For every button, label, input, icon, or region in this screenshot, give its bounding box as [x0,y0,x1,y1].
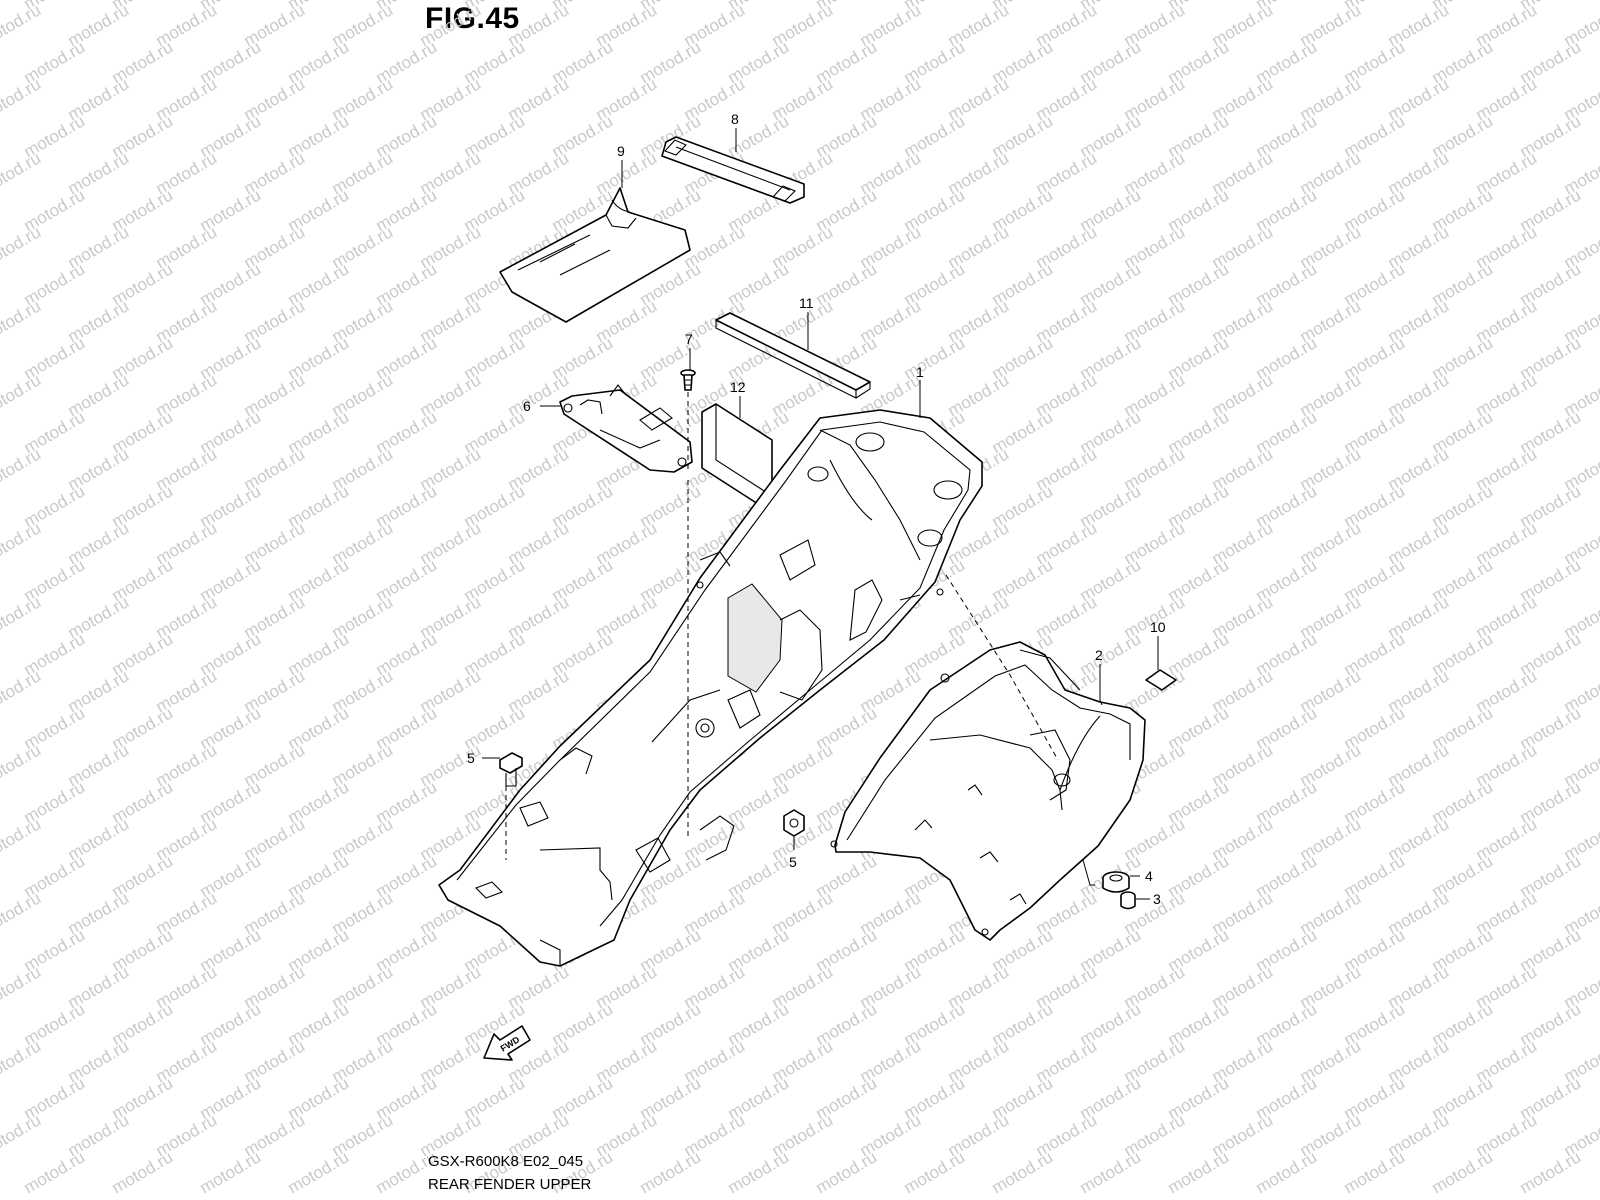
part-screw-7[interactable] [680,369,696,391]
watermark-text: motod.ru [989,1147,1057,1197]
watermark-text: motod.ru [0,74,44,124]
callout-9[interactable]: 9 [617,143,625,159]
part-strap[interactable] [661,136,805,204]
watermark-text: motod.ru [0,814,44,864]
figure-title: FIG.45 [425,2,520,35]
callout-1[interactable]: 1 [916,364,924,380]
watermark-text: motod.ru [21,1147,89,1197]
watermark-text: motod.ru [285,1147,353,1197]
part-cushion-10[interactable] [1145,669,1177,691]
part-pad[interactable] [715,312,871,399]
callout-5-left[interactable]: 5 [467,750,475,766]
part-rear-fender-side-cover[interactable] [830,641,1146,941]
part-grommet[interactable] [1102,871,1130,893]
watermark-text: motod.ru [1429,1147,1497,1197]
watermark-text: motod.ru [1077,1147,1145,1197]
section-name: REAR FENDER UPPER [428,1176,592,1193]
part-tool-bag[interactable] [499,187,691,323]
callout-labels: 1 2 3 4 5 5 6 7 8 9 10 11 12 [467,111,1166,907]
watermark-text: motod.ru [1165,1147,1233,1197]
watermark-text: motod.ru [1517,1147,1585,1197]
assembly-lines [505,392,1059,860]
watermark-text: motod.ru [0,444,44,494]
model-code: GSX-R600K8 E02_045 [428,1153,584,1170]
callout-2[interactable]: 2 [1095,647,1103,663]
part-nut-5-right[interactable] [783,809,805,837]
callout-6[interactable]: 6 [523,398,531,414]
watermark-text: motod.ru [0,518,44,568]
watermark-text: motod.ru [813,1147,881,1197]
callout-11[interactable]: 11 [799,295,814,311]
watermark-text: motod.ru [901,1147,969,1197]
part-bolt-5-left[interactable] [499,752,523,787]
watermark-text: motod.ru [0,370,44,420]
watermark-text: motod.ru [0,962,44,1012]
watermark-text: motod.ru [0,1036,44,1086]
callout-5-right[interactable]: 5 [789,854,797,870]
callout-3[interactable]: 3 [1153,891,1161,907]
watermark-text: motod.ru [197,1147,265,1197]
watermark-text: motod.ru [0,888,44,938]
watermark-text: motod.ru [0,222,44,272]
leader-lines [482,128,1159,900]
watermark-text: motod.ru [0,0,44,50]
callout-10[interactable]: 10 [1150,619,1166,635]
part-collar[interactable] [1120,891,1136,910]
callout-8[interactable]: 8 [731,111,739,127]
watermark-text: motod.ru [0,740,44,790]
callout-4[interactable]: 4 [1145,868,1153,884]
watermark-text: motod.ru [109,1147,177,1197]
watermark-text: motod.ru [0,592,44,642]
callout-7[interactable]: 7 [685,331,693,347]
watermark-text: motod.ru [1253,1147,1321,1197]
watermark-text: motod.ru [725,1147,793,1197]
watermark-text: motod.ru [637,1147,705,1197]
watermark-text: motod.ru [0,666,44,716]
forward-direction-arrow-icon: FWD [483,1025,531,1061]
callout-12[interactable]: 12 [730,379,746,395]
watermark-text: motod.ru [0,1110,44,1160]
part-rear-fender-upper[interactable] [438,409,983,967]
part-holder[interactable] [559,384,693,473]
watermark-text: motod.ru [1341,1147,1409,1197]
watermark-text: motod.ru [0,296,44,346]
watermark-text: motod.ru [0,148,44,198]
